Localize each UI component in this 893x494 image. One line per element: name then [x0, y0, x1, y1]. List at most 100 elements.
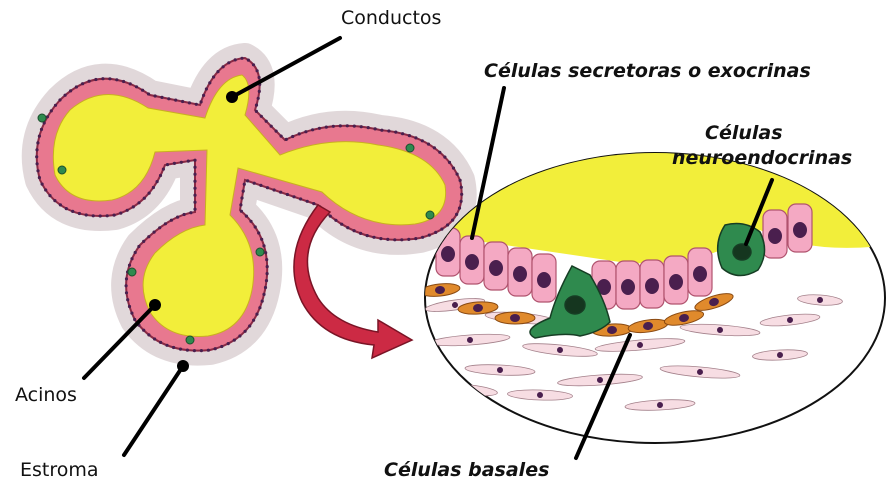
nucleus-dot [279, 191, 282, 194]
nucleus-dot [400, 238, 403, 241]
nucleus-dot [428, 234, 431, 237]
nucleus-dot [128, 264, 131, 267]
secretory-cell [688, 248, 712, 296]
nucleus-dot [162, 168, 165, 171]
nucleus-dot [119, 212, 122, 215]
nucleus-dot [193, 173, 196, 176]
nucleus-dot [153, 337, 156, 340]
nucleus-dot [212, 75, 215, 78]
nucleus-dot [334, 219, 337, 222]
nucleus-dot [69, 89, 72, 92]
nucleus-dot [386, 238, 389, 241]
nucleus-dot [207, 349, 210, 352]
nucleus-dot [41, 183, 44, 186]
nucleus-dot [264, 286, 267, 289]
nucleus-dot [227, 342, 230, 345]
nucleus-dot [126, 209, 129, 212]
nucleus-dot [253, 182, 256, 185]
nucleus-dot [248, 324, 251, 327]
nucleus-dot [366, 234, 369, 237]
nucleus-dot [264, 251, 267, 254]
nucleus-dot [340, 223, 343, 226]
nucleus-dot [240, 57, 243, 60]
nucleus-dot [148, 192, 151, 195]
nucleus-dot [130, 312, 133, 315]
magnified-view [419, 150, 890, 443]
basal-cell [495, 312, 535, 324]
nucleus-dot [259, 184, 262, 187]
nucleus-dot [208, 81, 211, 84]
nucleus-dot [36, 141, 39, 144]
nucleus-dot [266, 186, 269, 189]
nucleus-dot [99, 214, 102, 217]
nucleus-dot [421, 139, 424, 142]
nucleus-dot [286, 193, 289, 196]
nucleus-dot [167, 97, 170, 100]
nucleus-dot [258, 306, 261, 309]
nucleus-dot [200, 349, 203, 352]
nucleus-dot [254, 225, 257, 228]
nucleus-dot [202, 94, 205, 97]
nucleus-dot [460, 193, 463, 196]
nucleus-dot [187, 160, 190, 163]
nucleus-dot [183, 213, 186, 216]
nucleus-dot [159, 341, 162, 344]
nucleus-dot [193, 166, 196, 169]
nucleus-dot [456, 173, 459, 176]
nucleus-dot [266, 272, 269, 275]
nucleus-dot [152, 186, 155, 189]
nucleus-dot [180, 161, 183, 164]
nucleus-dot [137, 201, 140, 204]
nucleus-dot [113, 214, 116, 217]
nucleus-dot [292, 195, 295, 198]
nucleus-dot [266, 265, 269, 268]
nucleus-dot [256, 69, 259, 72]
nucleus-dot [433, 146, 436, 149]
nucleus-dot [298, 132, 301, 135]
nucleus-dot [306, 200, 309, 203]
nucleus-dot [233, 339, 236, 342]
nucleus-dot [65, 207, 68, 210]
nucleus-dot [280, 135, 283, 138]
nucleus-dot [446, 223, 449, 226]
nucleus-dot [54, 104, 57, 107]
nucleus-dot [332, 125, 335, 128]
label-estroma: Estroma [20, 459, 99, 481]
nucleus-dot [53, 199, 56, 202]
nucleus-dot [359, 232, 362, 235]
nucleus-dot [273, 188, 276, 191]
nucleus-dot [227, 61, 230, 64]
nucleus-dot [329, 215, 332, 218]
nucleus-dot [427, 143, 430, 146]
nucleus-dot [133, 318, 136, 321]
nucleus-dot [132, 205, 135, 208]
nucleus-dot [115, 78, 118, 81]
nucleus-dot [414, 237, 417, 240]
nucleus-dot [193, 194, 196, 197]
nucleus-dot [38, 176, 41, 179]
secretory-cell [484, 242, 508, 290]
nucleus-dot [387, 129, 390, 132]
nucleus-dot [242, 190, 245, 193]
nucleus-dot [36, 169, 39, 172]
nucleus-dot [48, 194, 51, 197]
nucleus-dot [159, 174, 162, 177]
nucleus-dot [451, 219, 454, 222]
nucleus-dot [255, 110, 258, 113]
nucleus-dot [262, 244, 265, 247]
nucleus-dot [312, 202, 315, 205]
nucleus-dot [455, 213, 458, 216]
nucleus-dot [353, 229, 356, 232]
nucleus-dot [440, 228, 443, 231]
label-neuroendocrine-line2: neuroendocrinas [672, 147, 852, 169]
nucleus-dot [193, 159, 196, 162]
secretory-cell [532, 254, 556, 302]
nucleus-dot [125, 277, 128, 280]
nucleus-dot [78, 212, 81, 215]
nucleus-dot [195, 103, 198, 106]
nucleus-dot [142, 240, 145, 243]
nucleus-dot [164, 222, 167, 225]
label-basal-cells: Células basales [384, 459, 549, 481]
nucleus-dot [88, 80, 91, 83]
